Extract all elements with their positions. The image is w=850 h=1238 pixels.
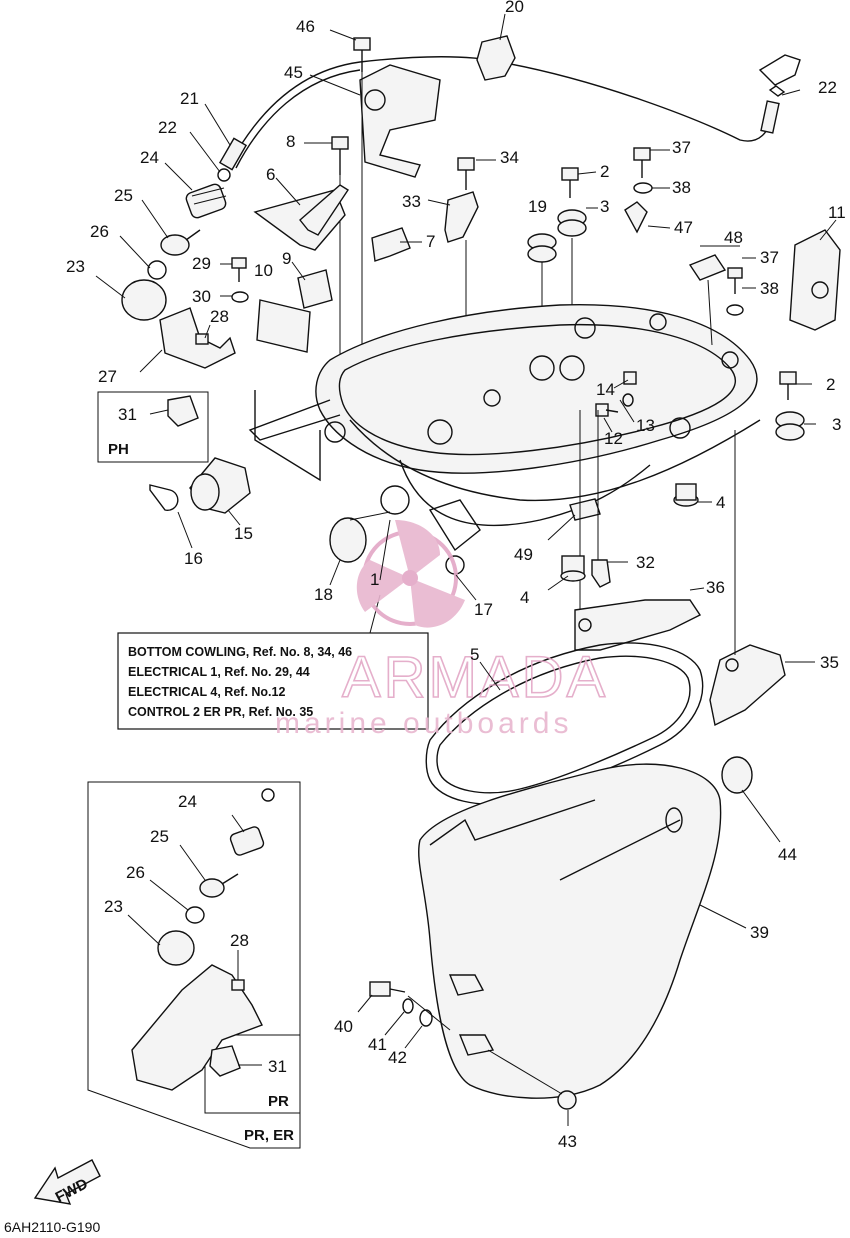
pr-er-inset-frame <box>87 781 301 1149</box>
callout-c21: 21 <box>180 89 199 108</box>
pr-tag: PR <box>268 1093 289 1110</box>
callout-c29: 29 <box>192 254 211 273</box>
watermark-tagline: marine outboards <box>275 707 572 740</box>
callout-c37a: 37 <box>672 138 691 157</box>
callout-c13: 13 <box>636 416 655 435</box>
callout-c30: 30 <box>192 287 211 306</box>
callout-c27: 27 <box>98 367 117 386</box>
callout-c3a: 3 <box>600 197 609 216</box>
callout-c38b: 38 <box>760 279 779 298</box>
callout-c28a: 28 <box>210 307 229 326</box>
callout-c31a: 31 <box>118 405 137 424</box>
callout-c47: 47 <box>674 218 693 237</box>
callout-c7: 7 <box>426 232 435 251</box>
callout-c28b: 28 <box>230 931 249 950</box>
callout-c33: 33 <box>402 192 421 211</box>
callout-c45: 45 <box>284 63 303 82</box>
callout-c24a: 24 <box>140 148 159 167</box>
callout-c40: 40 <box>334 1017 353 1036</box>
callout-c18: 18 <box>314 585 333 604</box>
callout-c24b: 24 <box>178 792 197 811</box>
callout-c12: 12 <box>604 429 623 448</box>
ph-inset-frame <box>97 391 209 463</box>
callout-c49: 49 <box>514 545 533 564</box>
callout-c26a: 26 <box>90 222 109 241</box>
pr-inset-frame <box>204 1034 301 1114</box>
drawing-code: 6AH2110-G190 <box>4 1219 100 1235</box>
callout-c43: 43 <box>558 1132 577 1151</box>
callout-c41: 41 <box>368 1035 387 1054</box>
callout-c19: 19 <box>528 197 547 216</box>
callout-c8: 8 <box>286 132 295 151</box>
callout-c11: 11 <box>828 203 846 222</box>
callout-c32: 32 <box>636 553 655 572</box>
callout-c9: 9 <box>282 249 291 268</box>
pr-er-tag: PR, ER <box>244 1127 294 1144</box>
callout-c4a: 4 <box>716 493 725 512</box>
info-line-control-2-er-pr: CONTROL 2 ER PR, Ref. No. 35 <box>128 705 313 719</box>
callout-c20: 20 <box>505 0 524 16</box>
callout-c25b: 25 <box>150 827 169 846</box>
callout-c5: 5 <box>470 645 479 664</box>
callout-c4b: 4 <box>520 588 529 607</box>
callout-c37b: 37 <box>760 248 779 267</box>
callout-c3b: 3 <box>832 415 841 434</box>
callout-c38a: 38 <box>672 178 691 197</box>
callout-c31b: 31 <box>268 1057 287 1076</box>
callout-c15: 15 <box>234 524 253 543</box>
callout-c35: 35 <box>820 653 839 672</box>
callout-c16: 16 <box>184 549 203 568</box>
callout-c6: 6 <box>266 165 275 184</box>
info-line-bottom-cowling: BOTTOM COWLING, Ref. No. 8, 34, 46 <box>128 645 352 659</box>
callout-c48: 48 <box>724 228 743 247</box>
ph-tag: PH <box>108 441 129 458</box>
callout-c36: 36 <box>706 578 725 597</box>
callout-c34: 34 <box>500 148 519 167</box>
callout-c23a: 23 <box>66 257 85 276</box>
callout-c26b: 26 <box>126 863 145 882</box>
callout-c23b: 23 <box>104 897 123 916</box>
callout-c17: 17 <box>474 600 493 619</box>
callout-c42: 42 <box>388 1048 407 1067</box>
callout-c46: 46 <box>296 17 315 36</box>
callout-c22a: 22 <box>158 118 177 137</box>
callout-c22b: 22 <box>818 78 837 97</box>
armada-watermark: ARMADA marine outboards <box>275 520 608 740</box>
watermark-brand: ARMADA <box>342 645 608 710</box>
callout-c14: 14 <box>596 380 615 399</box>
callout-c25a: 25 <box>114 186 133 205</box>
callout-c39: 39 <box>750 923 769 942</box>
reference-info-box <box>117 632 429 730</box>
info-line-electrical-1: ELECTRICAL 1, Ref. No. 29, 44 <box>128 665 310 679</box>
callout-c2a: 2 <box>600 162 609 181</box>
callout-c2b: 2 <box>826 375 835 394</box>
info-line-electrical-4: ELECTRICAL 4, Ref. No.12 <box>128 685 285 699</box>
callout-c44: 44 <box>778 845 797 864</box>
callout-c1: 1 <box>370 570 379 589</box>
callout-c10: 10 <box>254 261 273 280</box>
fwd-arrow-icon <box>33 1159 101 1205</box>
